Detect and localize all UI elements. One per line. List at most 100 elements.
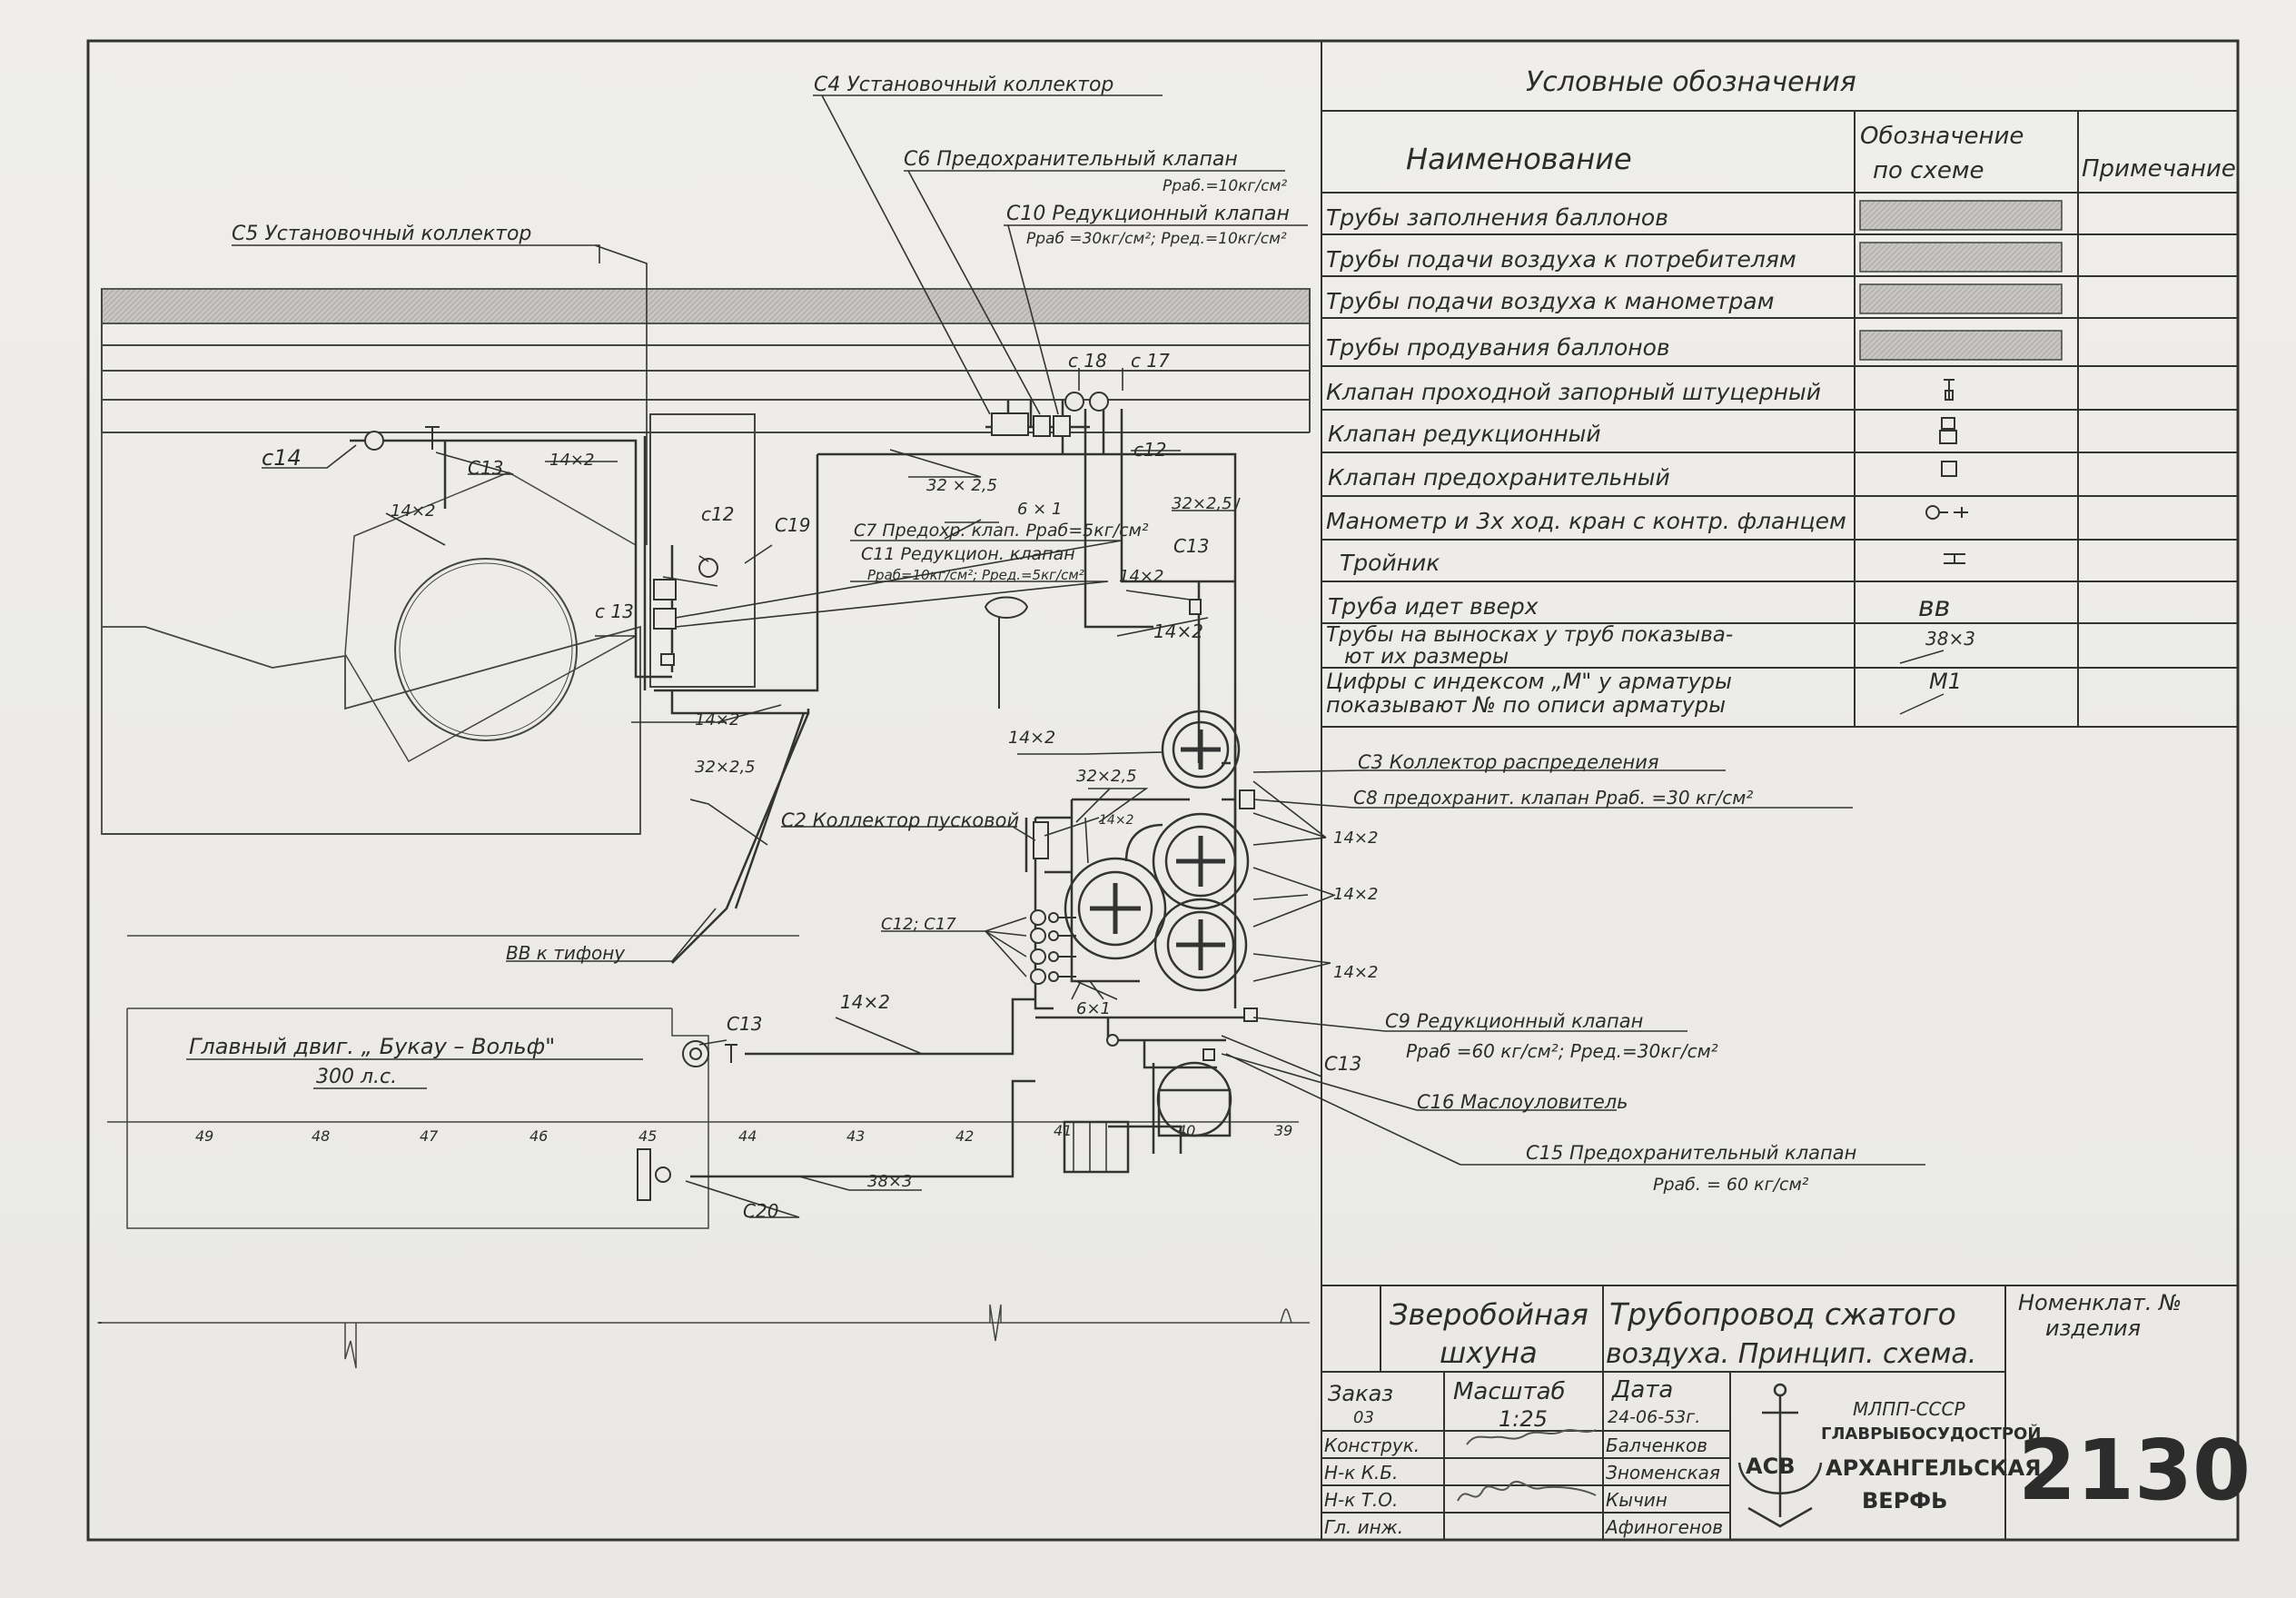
manometer-c17 <box>1089 392 1109 412</box>
frame-49: 49 <box>195 1127 213 1145</box>
air-bottles <box>1063 710 1250 1174</box>
label-c9: С9 Редукционный клапан <box>1385 1010 1643 1032</box>
drawing-number: 2130 <box>2018 1422 2251 1519</box>
role-designer: Конструк. <box>1324 1434 1420 1456</box>
name-kb-head: Зноменская <box>1606 1462 1720 1484</box>
safety-valve-icon <box>1941 461 1957 477</box>
legend-row-1: Трубы заполнения баллонов <box>1326 204 1668 231</box>
org-yard-2: ВЕРФЬ <box>1862 1488 1947 1514</box>
frame-43: 43 <box>846 1127 865 1145</box>
legend-title: Условные обозначения <box>1526 66 1856 98</box>
label-c9-pressure: Рраб =60 кг/см²; Рред.=30кг/см² <box>1406 1040 1718 1062</box>
logo-letters: АСВ <box>1746 1454 1795 1479</box>
label-c3: С3 Коллектор распределения <box>1358 751 1659 773</box>
frame-46: 46 <box>529 1127 548 1145</box>
manometer-cluster <box>1030 909 1076 985</box>
pipe-up-symbol: вв <box>1918 591 1950 623</box>
signature-designer <box>1466 1429 1597 1445</box>
shipyard-logo <box>1737 1383 1823 1528</box>
valve-c13-left <box>660 653 675 666</box>
legend-row-2: Трубы подачи воздуха к потребителям <box>1326 246 1796 273</box>
label-c10: С10 Редукционный клапан <box>1006 203 1290 225</box>
label-c11: С11 Редукцион. клапан <box>861 544 1075 564</box>
valve-c15 <box>1106 1034 1119 1047</box>
label-14x2-bottle: 14×2 <box>1008 728 1055 748</box>
scale-value: 1:25 <box>1499 1406 1548 1432</box>
label-32x25-top: 32 × 2,5 <box>926 476 997 495</box>
deck-beam <box>101 288 1311 324</box>
valve-c8 <box>1239 789 1255 809</box>
bottle-c3 <box>1161 710 1241 789</box>
pipe-blow-swatch <box>1859 330 2063 361</box>
piping <box>350 400 1255 1178</box>
label-c19: С19 <box>775 514 810 536</box>
bottle-2 <box>1064 857 1167 960</box>
label-14x2-engine: 14×2 <box>840 991 890 1013</box>
legend-col-name: Наименование <box>1406 142 1632 176</box>
label-14x2-right2: 14×2 <box>1153 620 1203 642</box>
label-c17: с 17 <box>1131 350 1170 372</box>
reducing-valve-icon <box>1941 417 1955 430</box>
label-main-engine: Главный двиг. „ Букау – Вольф" <box>189 1034 555 1059</box>
legend-row-9: Тройник <box>1340 550 1440 576</box>
top-valves <box>364 392 1258 1201</box>
legend-row-10: Труба идет вверх <box>1328 593 1539 620</box>
name-designer: Балченков <box>1606 1434 1707 1456</box>
label-c16: С16 Маслоуловитель <box>1417 1091 1628 1113</box>
label-c6: С6 Предохранительный клапан <box>904 148 1238 171</box>
org-ministry: МЛПП-СССР <box>1853 1398 1965 1420</box>
label-14x2-small: 14×2 <box>1099 813 1134 828</box>
label-14x2-mid: 14×2 <box>695 710 739 730</box>
label-c18: с 18 <box>1068 350 1107 372</box>
valve-c20 <box>655 1166 671 1183</box>
bottle-3 <box>1153 898 1248 992</box>
role-chief-engineer: Гл. инж. <box>1324 1516 1403 1538</box>
role-kb-head: Н-к К.Б. <box>1324 1462 1398 1484</box>
scale-label: Масштаб <box>1453 1378 1566 1405</box>
legend-row-12b: показывают № по описи арматуры <box>1326 692 1726 718</box>
frame-42: 42 <box>955 1127 974 1145</box>
label-bb-typhon: ВВ к тифону <box>506 942 626 964</box>
label-c15-pressure: Рраб. = 60 кг/см² <box>1653 1175 1809 1195</box>
org-department: ГЛАВРЫБОСУДОСТРОЙ <box>1821 1424 2041 1444</box>
signature-to-head <box>1457 1480 1597 1502</box>
pipe-gauge-swatch <box>1859 283 2063 314</box>
legend-row-5: Клапан проходной запорный штуцерный <box>1326 379 1821 405</box>
label-c7: С7 Предохр. клап. Рраб=5кг/см² <box>854 521 1149 541</box>
pipe-supply-swatch <box>1859 242 2063 273</box>
label-6x1-bottom: 6×1 <box>1076 999 1111 1018</box>
size-callout-symbol: 38×3 <box>1925 628 1975 650</box>
role-to-head: Н-к Т.О. <box>1324 1489 1398 1511</box>
label-c5: С5 Установочный коллектор <box>232 223 531 245</box>
label-c20: С20 <box>743 1200 778 1222</box>
frame-47: 47 <box>420 1127 439 1145</box>
callout-labels: С4 Установочный коллектор С6 Предохранит… <box>189 74 1856 1222</box>
valve-c16 <box>1202 1048 1215 1061</box>
frame-45: 45 <box>638 1127 657 1145</box>
legend-row-4: Трубы продувания баллонов <box>1326 334 1670 361</box>
order-number: 03 <box>1353 1408 1374 1427</box>
stop-valve-icon <box>1944 379 1955 401</box>
legend-row-7: Клапан предохранительный <box>1328 464 1670 491</box>
label-32x25-right: 32×2,5 <box>1172 494 1232 513</box>
valve-c9 <box>1243 1007 1258 1022</box>
label-c11-pressure: Рраб=10кг/см²; Рред.=5кг/см² <box>867 567 1084 583</box>
valve-c4 <box>991 412 1029 436</box>
valve-c13-right <box>1189 599 1202 615</box>
label-c13-left: с 13 <box>595 600 634 622</box>
legend-row-11a: Трубы на выносках у труб показыва- <box>1326 623 1733 647</box>
date-label: Дата <box>1611 1376 1673 1404</box>
oil-separator <box>1063 1120 1130 1174</box>
valve-c7 <box>653 579 677 600</box>
label-14x2-right1: 14×2 <box>1119 567 1163 586</box>
frame-48: 48 <box>312 1127 330 1145</box>
label-14x2-boiler: 14×2 <box>391 501 435 521</box>
label-c13-c9: С13 <box>1324 1053 1361 1075</box>
legend-row-11b: ют их размеры <box>1344 645 1509 669</box>
legend-row-8: Манометр и 3х ход. кран с контр. фланцем <box>1326 508 1846 534</box>
title-block <box>1321 1285 2239 1541</box>
collector-c2 <box>1033 821 1049 859</box>
legend-symbols: вв 38×3 М1 <box>1859 200 2063 715</box>
frame-41: 41 <box>1054 1122 1072 1139</box>
